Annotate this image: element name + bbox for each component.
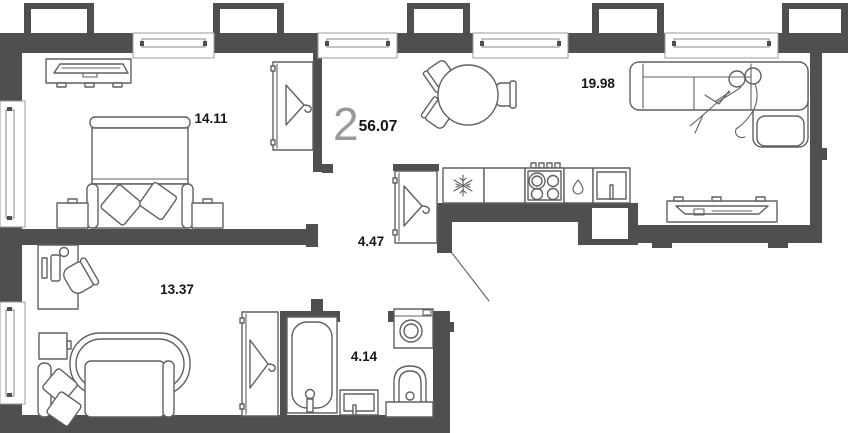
stove [524,162,565,204]
pillow [100,184,142,226]
desk-chair [63,257,100,294]
desk [37,244,79,310]
corner-sofa [629,61,809,148]
snowflake-icon [453,174,473,197]
bedroom-wardrobe [270,61,314,151]
hanger-icon [403,185,430,227]
bathtub [286,316,338,414]
hallway-area-label: 4.47 [358,234,384,249]
room-wardrobe [239,311,279,417]
nightstand-right [191,198,224,229]
chair [495,80,517,109]
toilet [385,365,434,418]
hanger-icon [249,339,276,389]
wall-tv [38,332,72,360]
fridge [442,167,485,204]
round-table [437,64,499,126]
tv-dresser [45,58,132,88]
bed [86,116,194,229]
window-left-2 [0,301,26,405]
sofa [37,332,191,427]
window-top-4 [664,32,779,59]
faucet [609,184,614,200]
room-area-label: 13.37 [160,282,194,297]
kitchen-counter [442,162,631,204]
counter-drop-section [563,167,594,204]
washing-machine [393,308,434,349]
hanger-icon [285,84,312,126]
dining-table [420,60,517,129]
counter-section [483,167,526,204]
labels: 2 56.07 14.11 19.98 13.37 4.47 4.14 [160,76,615,364]
window-top-1 [132,32,215,59]
pillow [138,181,178,221]
living-kitchen-furniture [392,60,809,244]
rooms-count-label: 2 [333,98,359,150]
window-top-3 [472,32,569,59]
water-drop-icon [572,179,584,195]
wall-cutouts [31,9,841,239]
people-illustration [689,67,762,139]
room-furniture [37,244,279,427]
living-kitchen-area-label: 19.98 [581,76,615,91]
pillow [46,391,82,427]
nightstand-left [56,198,89,229]
stove-burners-icon [528,172,560,201]
bedroom-furniture [45,58,314,229]
kitchen-sink [592,167,631,204]
bathroom-area-label: 4.14 [351,349,378,364]
window-top-2 [317,32,398,59]
bedroom-area-label: 14.11 [194,111,228,126]
bathroom-furniture [286,308,434,418]
total-area-label: 56.07 [359,118,398,135]
window-left-1 [0,100,26,228]
pillow [42,368,78,404]
tv-console [666,196,778,223]
bathroom-sink [339,389,379,416]
entry-door-swing [451,252,490,302]
hall-wardrobe [392,170,438,244]
windows [0,32,779,405]
